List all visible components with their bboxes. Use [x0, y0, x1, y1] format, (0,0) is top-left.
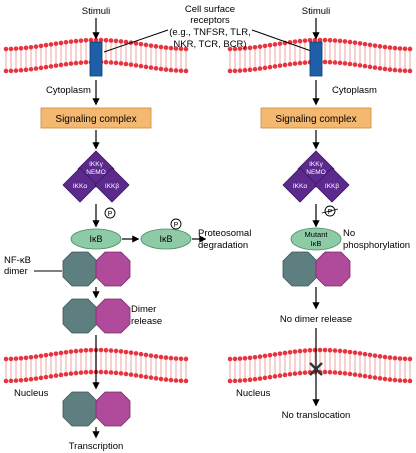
receptors-label-4: NKR, TCR, BCR): [173, 39, 246, 50]
receptor-callout-left: [103, 29, 169, 53]
no-dimer-release-label: No dimer release: [280, 314, 352, 325]
phospho-free-icon: [170, 218, 182, 230]
phospho-free-label: P: [174, 222, 179, 229]
ikk-complex-left: IKKγ NEMO IKKα IKKβ: [62, 150, 130, 203]
proteasomal-label-1: Proteosomal: [198, 228, 251, 239]
membranes: [3, 37, 413, 384]
cytoplasm-left-label: Cytoplasm: [46, 85, 91, 96]
nucleus-right-label: Nucleus: [236, 388, 271, 399]
stimuli-right-label: Stimuli: [302, 6, 331, 17]
mutant-ikb: [290, 227, 342, 251]
mutant-ikb-label-2: IκB: [311, 239, 322, 248]
receptors-label-2: receptors: [190, 15, 230, 26]
nfkb-label-2: dimer: [4, 266, 28, 277]
ikkg-right-label-1: IKKγ: [309, 161, 323, 168]
phospho-left-label: P: [108, 211, 113, 218]
no-phos-label-2: phosphorylation: [343, 240, 410, 251]
ikb-bound: [70, 228, 122, 250]
nfkb-label-1: NF-κB: [4, 255, 31, 266]
nfkb-dimer-bound: [62, 251, 131, 287]
signaling-complex-right-label: Signaling complex: [275, 114, 356, 125]
stimuli-left-label: Stimuli: [82, 6, 111, 17]
phospho-right-label: P: [328, 209, 333, 216]
nfkb-dimer-released: [62, 298, 131, 334]
ikkb-right-label: IKKβ: [325, 183, 339, 190]
no-translocation-label: No translocation: [282, 410, 351, 421]
receptors-label-1: Cell surface: [185, 4, 235, 15]
ikka-left-label: IKKα: [73, 183, 87, 190]
nfkb-dimer-nuclear: [62, 391, 131, 427]
mutant-ikb-label-1: Mutant: [305, 230, 329, 239]
signaling-complex-left: [40, 107, 152, 129]
phospho-right-strike: [321, 208, 339, 214]
nucleus-left-label: Nucleus: [14, 388, 49, 399]
plasma-membrane-right: [227, 37, 413, 74]
proteasomal-label-2: degradation: [198, 240, 248, 251]
blocked-cross-icon: [309, 362, 323, 376]
dimer-release-label-2: release: [131, 316, 162, 327]
receptors-label-3: (e.g., TNFSR, TLR,: [169, 27, 250, 38]
signaling-complex-right: [260, 107, 372, 129]
ikka-right-label: IKKα: [293, 183, 307, 190]
nfkb-dimer-held: [282, 251, 351, 287]
signaling-complex-left-label: Signaling complex: [55, 114, 136, 125]
ikkg-right-label-2: NEMO: [306, 169, 326, 176]
ikb-free-label: IκB: [159, 234, 172, 244]
ikkg-left-label-2: NEMO: [86, 169, 106, 176]
receptor-callout-right: [251, 29, 315, 53]
phospho-left-icon: [104, 207, 116, 219]
dimer-release-label-1: Dimer: [131, 304, 156, 315]
ikkb-left-label: IKKβ: [105, 183, 119, 190]
nuclear-membrane-right: [227, 347, 413, 384]
no-phos-label-1: No: [343, 228, 355, 239]
ikb-bound-label: IκB: [89, 234, 102, 244]
cytoplasm-right-label: Cytoplasm: [332, 85, 377, 96]
receptor-right: [309, 41, 323, 77]
receptor-left: [89, 41, 103, 77]
transcription-label: Transcription: [69, 441, 124, 452]
ikkg-left-label-1: IKKγ: [89, 161, 103, 168]
ikk-complex-right: IKKγ NEMO IKKα IKKβ: [282, 150, 350, 203]
ikb-free: [140, 228, 192, 250]
